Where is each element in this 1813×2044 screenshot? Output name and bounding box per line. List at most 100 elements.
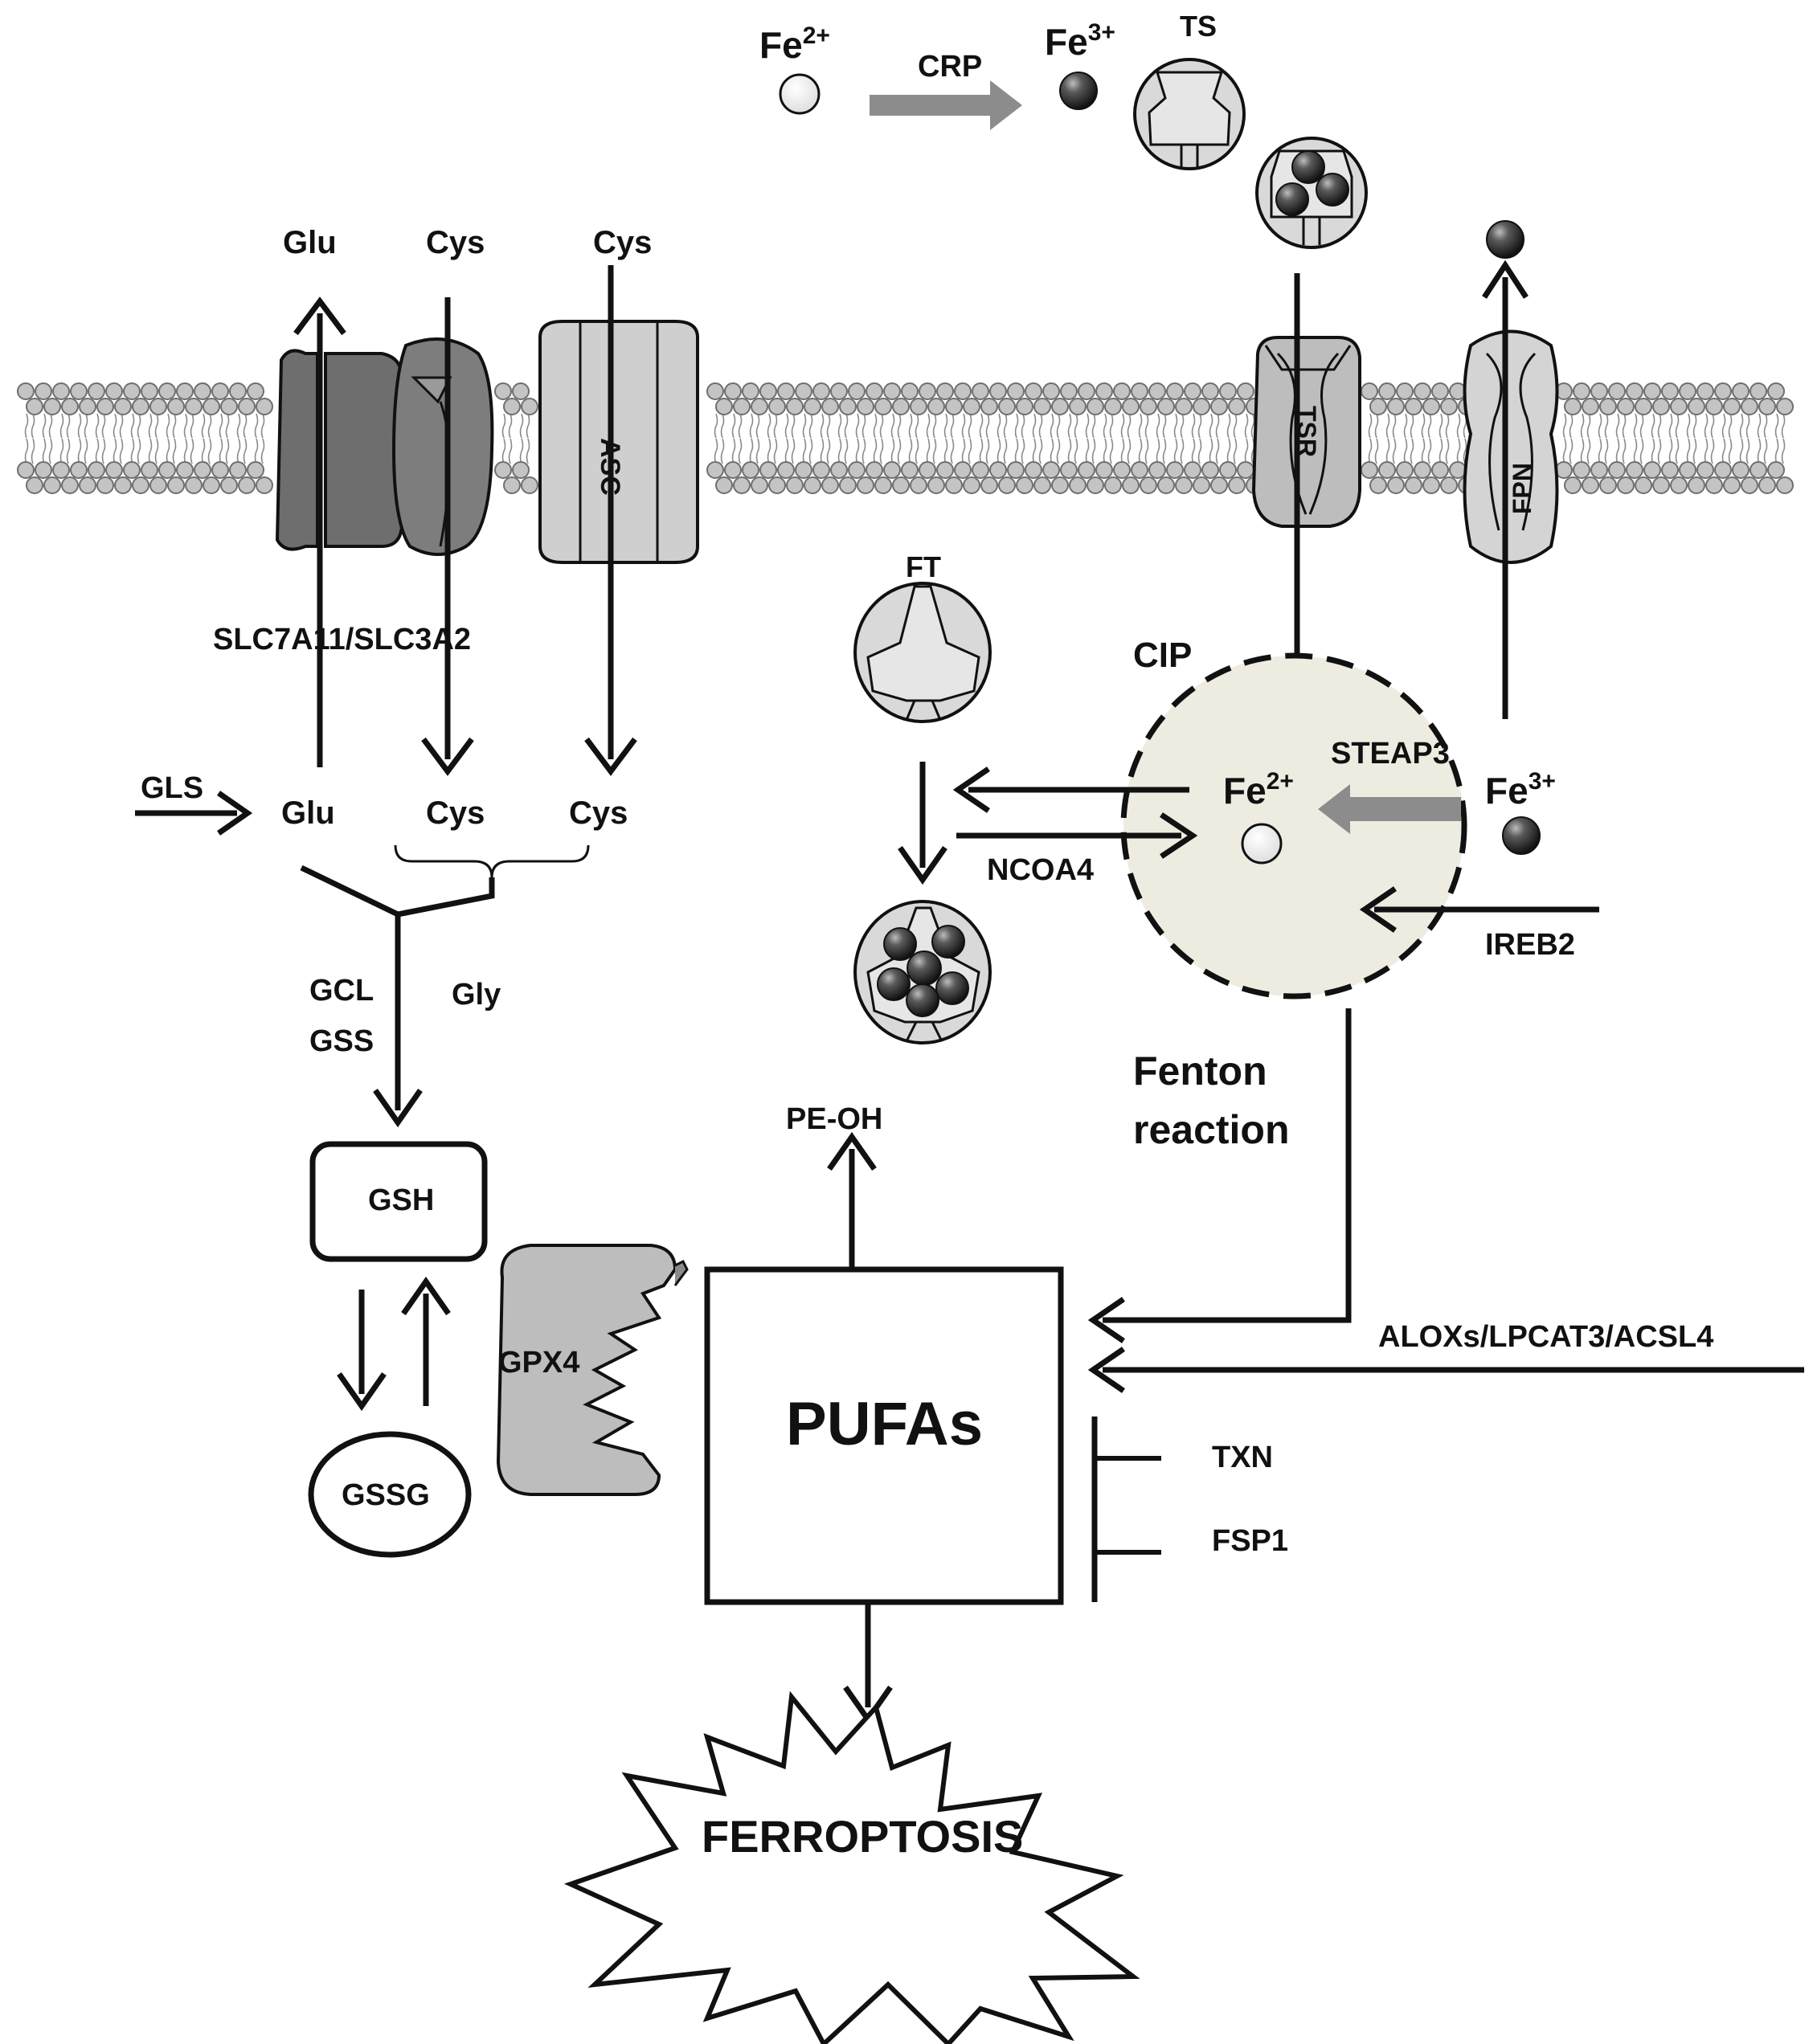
lipid-tail (1651, 438, 1655, 464)
lipid-tail (1745, 438, 1750, 464)
lipid-head (1643, 382, 1661, 400)
lipid-tail (148, 413, 153, 439)
lipid-tail (1374, 413, 1379, 439)
lipid-tail (526, 438, 530, 464)
lipid-head (848, 461, 866, 479)
lipid-tail (926, 413, 931, 439)
gcl-label: GCL (309, 974, 374, 1008)
fe3-cip-ion-icon (1502, 816, 1541, 855)
lipid-tail (855, 438, 860, 464)
lipid-head (70, 382, 88, 400)
lipid-head (857, 476, 874, 494)
lipid-tail (1728, 413, 1733, 439)
lipid-tail (890, 413, 895, 439)
lipid-head (1688, 476, 1705, 494)
lipid-head (203, 476, 220, 494)
lipid-tail (1675, 413, 1680, 439)
lipid-head (1670, 398, 1688, 415)
lipid-tail (1774, 413, 1779, 439)
lipid-head (1051, 476, 1069, 494)
lipid-tail (950, 438, 955, 464)
lipid-tail (1692, 413, 1697, 439)
lipid-tail (1144, 438, 1149, 464)
lipid-tail (526, 413, 530, 439)
lipid-tail (844, 438, 849, 464)
lipid-tail (1038, 413, 1043, 439)
lipid-tail (961, 438, 966, 464)
lipid-tail (225, 413, 230, 439)
lipid-head (1060, 382, 1078, 400)
lipid-tail (968, 438, 972, 464)
lipid-head (1042, 382, 1060, 400)
lipid-head (795, 461, 812, 479)
ireb2-arrow (1359, 886, 1599, 933)
lipid-head (43, 398, 61, 415)
lipid-tail (1745, 413, 1750, 439)
lipid-head (804, 398, 821, 415)
lipid-tail (1014, 413, 1019, 439)
gsh-synthesis-arrow (373, 914, 423, 1128)
lipid-head (238, 476, 256, 494)
lipid-head (123, 461, 141, 479)
lipid-head (1210, 398, 1228, 415)
lipid-tail (31, 413, 35, 439)
lipid-head (954, 461, 972, 479)
lipid-tail (1639, 413, 1644, 439)
lipid-head (1608, 461, 1626, 479)
pe-oh-arrow (827, 1131, 877, 1269)
lipid-head (857, 398, 874, 415)
lipid-tail (130, 413, 135, 439)
lipid-head (1652, 398, 1670, 415)
lipid-head (1104, 398, 1122, 415)
lipid-tail (207, 438, 212, 464)
ncoa4-ferritinophagy-arrow (956, 812, 1198, 859)
lipid-tail (1156, 438, 1160, 464)
lipid-tail (243, 413, 248, 439)
lipid-tail (1021, 438, 1025, 464)
lipid-tail (1410, 438, 1414, 464)
lipid-head (919, 382, 936, 400)
lipid-head (1201, 382, 1219, 400)
lipid-tail (260, 413, 265, 439)
crp-arrow (870, 80, 1022, 130)
lipid-head (17, 461, 35, 479)
lipid-head (980, 398, 998, 415)
lipid-tail (1180, 413, 1185, 439)
lipid-head (715, 398, 733, 415)
lipid-head (176, 461, 194, 479)
lipid-tail (166, 413, 170, 439)
glu-export-arrow (293, 296, 346, 767)
lipid-tail (1226, 438, 1231, 464)
lipid-head (742, 461, 759, 479)
lipid-tail (791, 438, 796, 464)
lipid-tail (77, 438, 82, 464)
cys-intracellular-label-1: Cys (426, 795, 485, 831)
fe3-ion-icon (1059, 72, 1098, 110)
lipid-tail (1103, 438, 1107, 464)
lipid-tail (1050, 438, 1054, 464)
lipid-tail (42, 413, 47, 439)
lipid-head (176, 382, 194, 400)
lipid-head (1723, 398, 1741, 415)
lipid-tail (943, 438, 948, 464)
lipid-tail (1668, 413, 1673, 439)
lipid-head (883, 382, 901, 400)
lipid-tail (519, 413, 524, 439)
lipid-tail (1781, 438, 1786, 464)
lipid-head (494, 382, 512, 400)
lipid-tail (1215, 438, 1220, 464)
lipid-tail (837, 413, 842, 439)
lipid-tail (1138, 413, 1143, 439)
lipid-tail (879, 413, 884, 439)
lipid-head (105, 382, 123, 400)
lipid-tail (820, 438, 825, 464)
lipid-tail (59, 438, 64, 464)
fe3-cip-label: Fe3+ (1485, 768, 1556, 811)
lipid-head (733, 398, 751, 415)
lipid-tails-inner (24, 438, 1786, 464)
lipid-tail (773, 438, 778, 464)
pe-oh-label: PE-OH (786, 1102, 882, 1136)
lipid-tail (101, 413, 106, 439)
lipid-tail (1085, 438, 1090, 464)
